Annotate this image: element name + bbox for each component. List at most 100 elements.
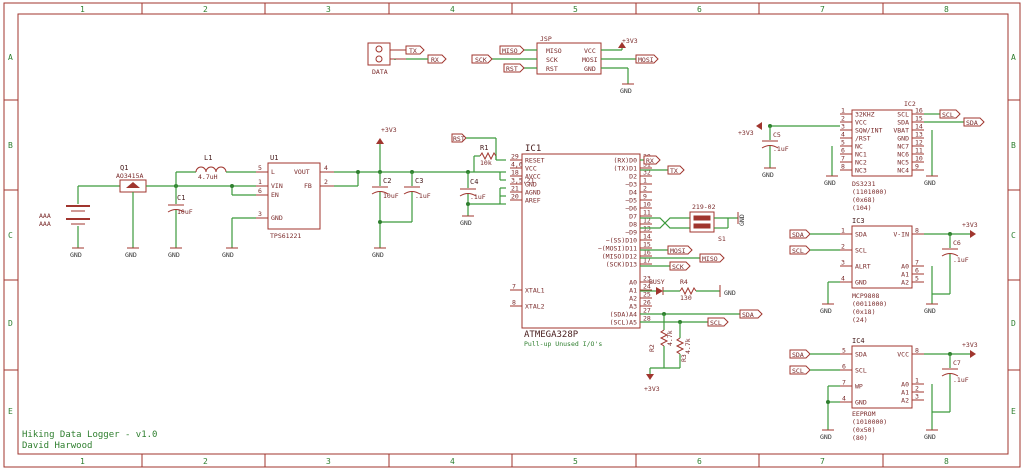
svg-text:2: 2 [324, 178, 328, 186]
rst-net-label-1: RST [453, 135, 465, 143]
svg-text:TX: TX [670, 167, 678, 175]
ic3-right-pin-number: 5 [915, 275, 919, 283]
ic2-left-pin-label: 32KHZ [855, 111, 875, 119]
jsp-ref: JSP [540, 35, 552, 43]
c3-capacitor: C3 .1uF [378, 170, 431, 224]
c4-ref: C4 [470, 178, 478, 186]
ic3-left-pin-number: 4 [841, 275, 845, 283]
svg-text:GND: GND [924, 307, 936, 315]
c3-ref: C3 [415, 177, 423, 185]
r2-value: 4.7k [666, 330, 674, 346]
c4-value: .1uF [470, 193, 486, 201]
ic2-right-pin-label: NC7 [897, 143, 909, 151]
ic2-right-pin-label: SCL [897, 111, 909, 119]
svg-text:GND: GND [724, 289, 736, 297]
ic2-right-pin-label: NC5 [897, 159, 909, 167]
busy-led: BUSY R4 130 GND [640, 278, 736, 302]
svg-text:SCL: SCL [942, 111, 954, 119]
ic1-left-pin-number: 21 [511, 185, 519, 193]
ic4-left-pin-number: 6 [842, 363, 846, 371]
ic1-left-pin-label: GND [525, 181, 537, 189]
ic1-right-pin-label: ~D9 [625, 229, 637, 237]
ic4-right-pin-label: A1 [901, 389, 909, 397]
ic1-analog-pin-label: (SCL)A5 [610, 319, 637, 327]
ic4-right-pin-number: 1 [915, 377, 919, 385]
svg-text:SCK: SCK [672, 263, 684, 271]
r2-ref: R2 [648, 344, 656, 352]
ic1-right-pin-label: D4 [629, 189, 637, 197]
ic1-left-pin-number: 29 [511, 153, 519, 161]
ic4-left-pin-label: SDA [855, 351, 867, 359]
ic1-right-pin-label: D7 [629, 213, 637, 221]
r4-ref: R4 [680, 278, 688, 286]
u1-regulator: L VIN EN GND VOUT FB 5 1 6 3 4 2 U1 TPS6… [200, 154, 334, 259]
ic1-right-pin-label: ~D3 [625, 181, 637, 189]
ic1-left-pin-number: 20 [511, 193, 519, 201]
svg-text:MOSI: MOSI [582, 56, 598, 64]
ic1-right-pin-number: 10 [643, 201, 651, 209]
svg-text:6: 6 [258, 187, 262, 195]
ic1-analog-pin-label: A3 [629, 303, 637, 311]
svg-text:L: L [271, 168, 275, 176]
svg-text:GND: GND [460, 219, 472, 227]
power-3v3-ic3: +3V3 [962, 221, 978, 229]
ic2-left-pin-label: NC3 [855, 167, 867, 175]
ic4-addr2: (0x50) [852, 426, 875, 434]
ic1-analog-pin-number: 28 [643, 315, 651, 323]
l1-ref: L1 [204, 154, 212, 162]
svg-text:RST: RST [546, 65, 558, 73]
u1-value: TPS61221 [270, 232, 301, 240]
ic3-right-pin-label: V-IN [893, 231, 909, 239]
c2-ref: C2 [383, 177, 391, 185]
ic1-right-pin-label: ~(SS)D10 [606, 237, 637, 245]
ic2-left-pin-label: VCC [855, 119, 867, 127]
ic4-right-pin-label: A0 [901, 381, 909, 389]
svg-text:GND: GND [372, 251, 384, 259]
ic2-right-pin-label: VBAT [893, 127, 909, 135]
ic4-right-pin-number: 3 [915, 393, 919, 401]
ic1-xtal-pin-label: XTAL1 [525, 287, 545, 295]
ic1-ref: IC1 [525, 144, 541, 154]
ic1-left-pin-number: 18 [511, 169, 519, 177]
ic1-right-pin-label: ~D6 [625, 205, 637, 213]
c7-ref: C7 [953, 359, 961, 367]
ic1-right-pin-number: 17 [643, 257, 651, 265]
ic1-left-pin-label: VCC [525, 165, 537, 173]
ic2-left-pin-number: 8 [841, 163, 845, 171]
r1-value: 10k [480, 159, 492, 167]
svg-text:7: 7 [820, 457, 825, 466]
svg-text:1: 1 [258, 178, 262, 186]
ic2-right-pin-number: 12 [915, 139, 923, 147]
ic2-left-pin-number: 2 [841, 115, 845, 123]
ic1-right-pin-number: 11 [643, 209, 651, 217]
ic1-value: ATMEGA328P [524, 330, 579, 340]
svg-text:5: 5 [258, 164, 262, 172]
u1-ref: U1 [270, 154, 278, 162]
ic1-left-pin-label: RESET [525, 157, 545, 165]
r1-resistor: RST R1 10k [451, 133, 506, 172]
ic3-right-pin-label: A2 [901, 279, 909, 287]
data-rx-label: RX [431, 56, 439, 64]
ic3-left-pin-number: 2 [841, 243, 845, 251]
ic1-right-pin-label: D2 [629, 173, 637, 181]
svg-text:GND: GND [168, 251, 180, 259]
ic2-left-pin-label: NC [855, 143, 863, 151]
svg-text:GND: GND [125, 251, 137, 259]
svg-text:SCK: SCK [546, 56, 558, 64]
ic2-ref: IC2 [904, 100, 916, 108]
ic1-right-pin-number: 9 [643, 193, 647, 201]
ic1-left-pin-label: AVCC [525, 173, 541, 181]
svg-text:MOSI: MOSI [670, 247, 686, 255]
c5-ref: C5 [773, 131, 781, 139]
ic2-right-pin-label: SDA [897, 119, 909, 127]
ic3-left-pin-label: SCL [855, 247, 867, 255]
c2-value: 10uF [383, 192, 399, 200]
row-labels: A B C D E A B C D E [8, 53, 1016, 416]
ic4-right-pin-label: VCC [897, 351, 909, 359]
ic4-left-pin-label: GND [855, 399, 867, 407]
ic4-left-pin-label: WP [855, 383, 863, 391]
svg-text:FB: FB [304, 182, 312, 190]
battery-symbol: AAA AAA GND [39, 185, 120, 259]
